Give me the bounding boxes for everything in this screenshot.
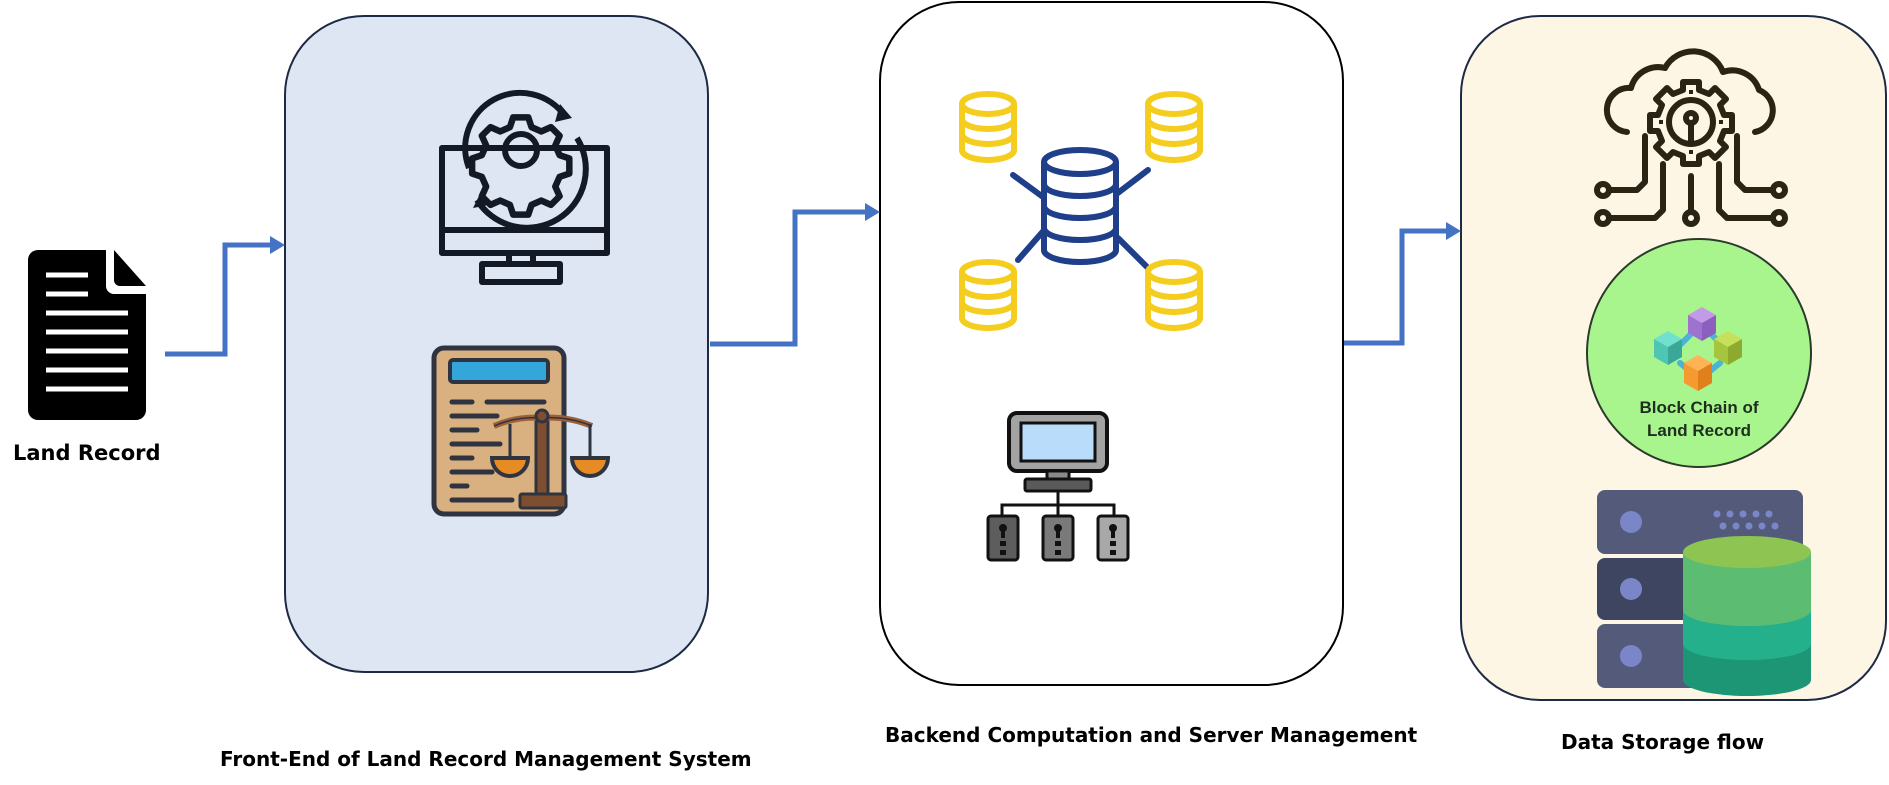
block-green [1714, 331, 1742, 365]
frontend-panel [284, 15, 709, 673]
yellow-database-tr [1145, 91, 1203, 163]
connector-backend-storage [1344, 228, 1447, 346]
central-database [1041, 147, 1119, 265]
blockchain-label-line2: Land Record [1647, 421, 1751, 440]
arrowhead-frontend [270, 236, 285, 254]
blockchain-label-line1: Block Chain of [1639, 398, 1759, 417]
monitor-gear-icon [439, 89, 610, 285]
connector-input-frontend [165, 242, 272, 357]
frontend-caption: Front-End of Land Record Management Syst… [220, 747, 752, 771]
green-database [1683, 536, 1811, 696]
server-database-icon [1597, 490, 1811, 696]
legal-document-scales-icon [431, 345, 611, 517]
document-icon [28, 250, 146, 420]
block-purple [1688, 307, 1716, 341]
block-teal [1654, 331, 1682, 365]
computer-network-servers-icon [986, 411, 1130, 562]
cloud-gear-circuit-icon [1594, 48, 1788, 227]
arrowhead-storage [1446, 222, 1461, 240]
yellow-database-bl [959, 259, 1017, 331]
block-orange [1684, 355, 1712, 391]
yellow-database-tl [959, 91, 1017, 163]
distributed-database-icon [959, 91, 1203, 331]
blockchain-label: Block Chain of Land Record [1586, 396, 1812, 442]
arrowhead-backend [865, 203, 880, 221]
blockchain-circle [1586, 238, 1812, 468]
yellow-database-br [1145, 259, 1203, 331]
blockchain-icon [1654, 307, 1742, 391]
backend-caption: Backend Computation and Server Managemen… [885, 723, 1418, 747]
storage-caption: Data Storage flow [1561, 730, 1765, 754]
land-record-label: Land Record [13, 441, 161, 465]
backend-panel [879, 1, 1344, 686]
connector-frontend-backend [710, 209, 867, 347]
